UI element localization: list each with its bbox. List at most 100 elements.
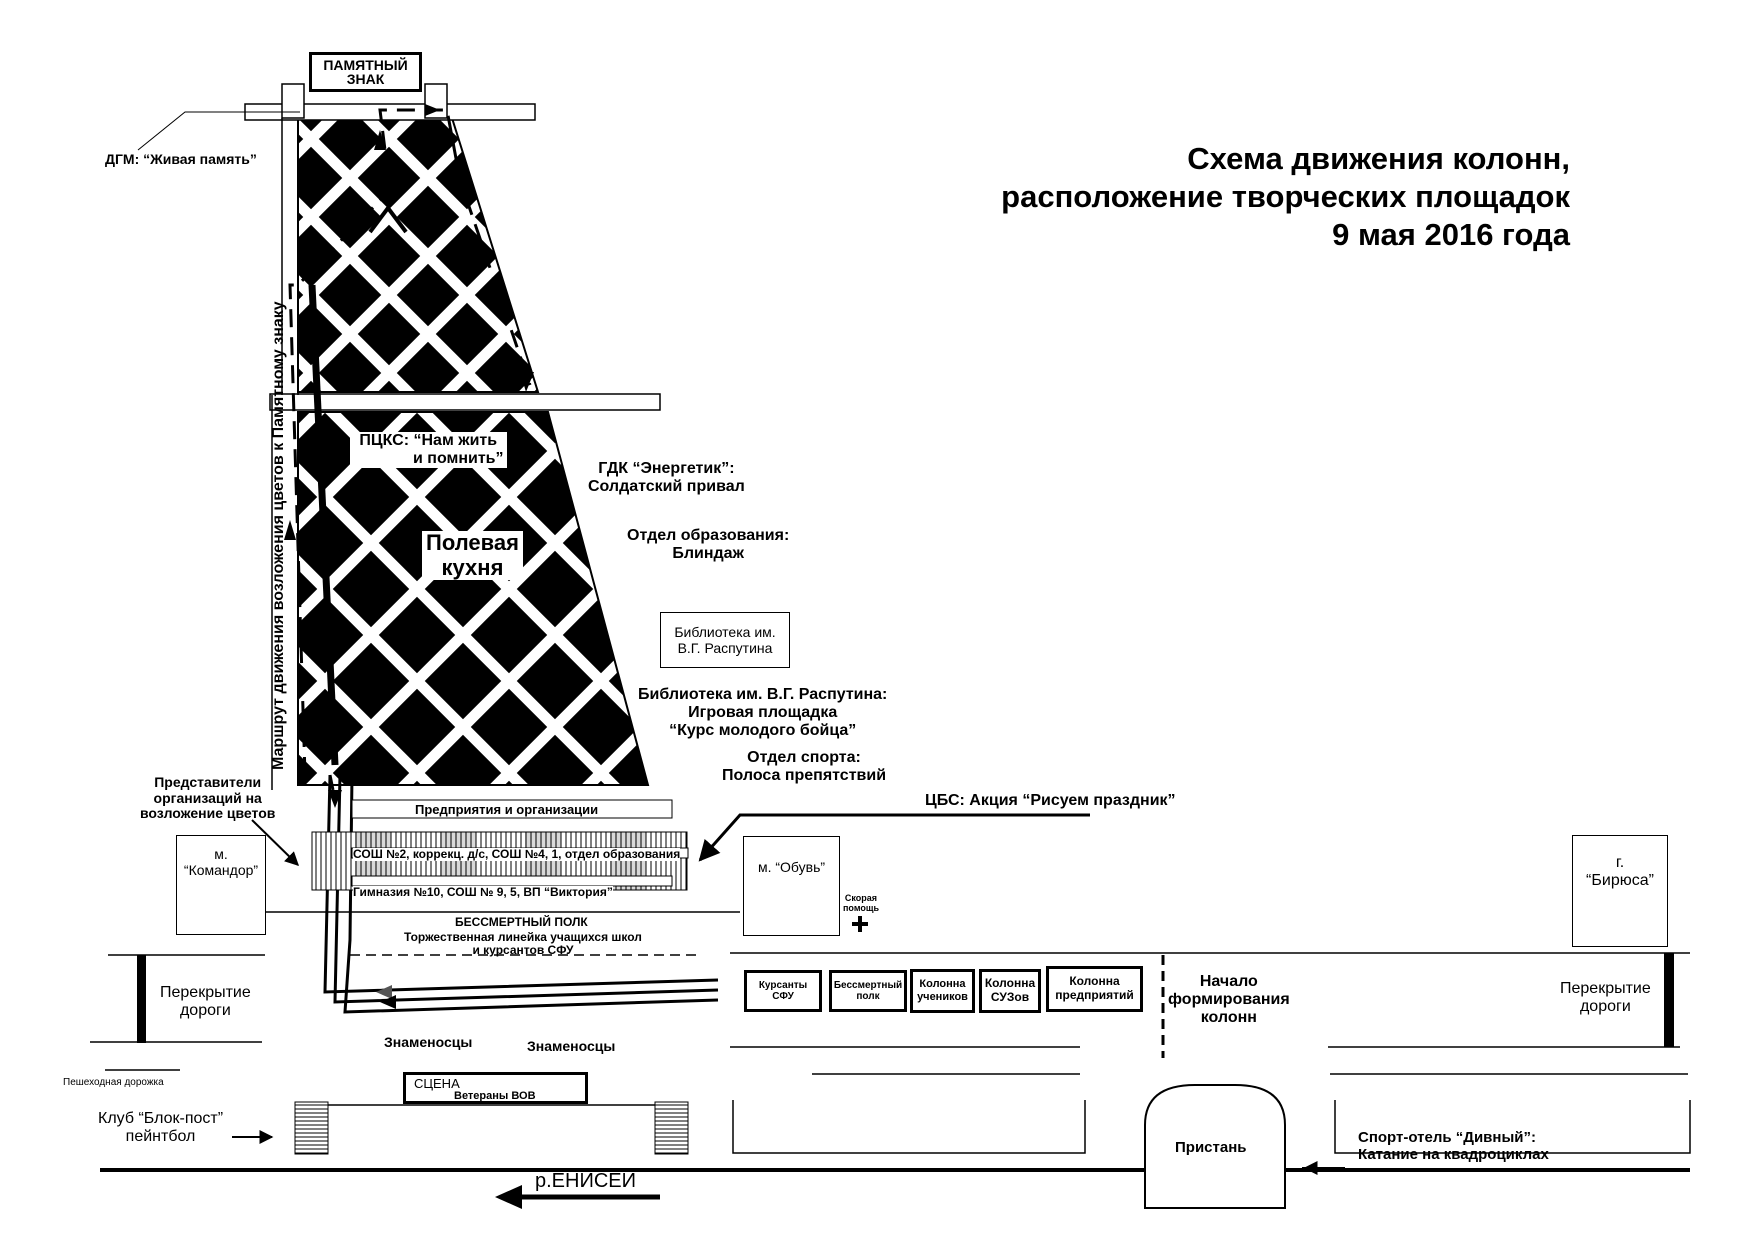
dgm-pointer-line bbox=[137, 111, 300, 151]
park-path bbox=[298, 412, 540, 785]
park-path bbox=[298, 118, 354, 392]
column-box-line-1: Бессмертный bbox=[833, 979, 903, 991]
field-kitchen-label: Полевая кухня bbox=[422, 530, 523, 581]
stage-box: СЦЕНА Ветераны ВОВ bbox=[403, 1072, 588, 1104]
cbs-label: ЦБС: Акция “Рисуем праздник” bbox=[925, 792, 1176, 809]
library-label: Библиотека им. В.Г. Распутина: Игровая п… bbox=[638, 686, 887, 740]
column-box-line-1: Курсанты bbox=[758, 979, 808, 991]
park-path bbox=[386, 412, 648, 785]
park-path bbox=[514, 118, 538, 392]
column-box-line-2: учеников bbox=[917, 991, 968, 1003]
library-box-label: Библиотека им. В.Г. Распутина bbox=[674, 623, 776, 656]
park-path bbox=[969, 405, 1364, 800]
ambulance-label: Скорая помощь bbox=[843, 893, 879, 913]
sport-line-2: Полоса препятствий bbox=[722, 766, 887, 784]
block-right-line-2: дороги bbox=[1579, 997, 1631, 1015]
formation-label: Начало формирования колонн bbox=[1168, 973, 1290, 1027]
map-title: Схема движения колонн, расположение твор… bbox=[1001, 140, 1570, 253]
title-line-2: расположение творческих площадок bbox=[1001, 178, 1570, 214]
park-path bbox=[298, 412, 513, 785]
club-line-1: Клуб “Блок-пост” bbox=[98, 1110, 224, 1127]
park-path bbox=[662, 100, 962, 400]
gdk-line-1: ГДК “Энергетик”: bbox=[598, 460, 735, 477]
club-line-2: пейнтбол bbox=[125, 1127, 196, 1145]
reps-line-3: возложение цветов bbox=[140, 805, 276, 822]
pedestrian-path-label: Пешеходная дорожка bbox=[63, 1077, 164, 1088]
park-path bbox=[298, 412, 421, 785]
formation-line-3: колонн bbox=[1200, 1008, 1257, 1026]
square-row-2: СОШ №2, коррекц. д/с, СОШ №4, 1, отдел о… bbox=[353, 847, 681, 862]
column-box-line-1: Колонна bbox=[1069, 974, 1120, 989]
memorial-sign-label: ПАМЯТНЫЙ ЗНАК bbox=[323, 57, 408, 87]
obuv-box: м. “Обувь” bbox=[743, 836, 840, 936]
park-path bbox=[1061, 405, 1456, 800]
block-left-label: Перекрытие дороги bbox=[160, 984, 251, 1020]
park-path bbox=[0, 405, 49, 800]
field-kitchen-line-1: Полевая bbox=[426, 530, 519, 555]
park-path bbox=[298, 412, 448, 785]
flag-bearers-label-1: Знаменосцы bbox=[384, 1034, 473, 1050]
park-path bbox=[785, 405, 1180, 800]
road-lines bbox=[90, 952, 1690, 1075]
biryusa-box: г. “Бирюса” bbox=[1572, 835, 1668, 947]
formation-line-2: формирования bbox=[1168, 990, 1290, 1008]
title-line-3: 9 мая 2016 года bbox=[1332, 216, 1570, 252]
park-path bbox=[298, 118, 420, 392]
dashed-route-arrows bbox=[284, 104, 534, 540]
park-path bbox=[436, 118, 538, 392]
column-box-line-1: Колонна bbox=[984, 976, 1036, 991]
block-left-line-2: дороги bbox=[179, 1001, 231, 1019]
park-path bbox=[0, 405, 141, 800]
column-box-line-2: СФУ bbox=[772, 991, 794, 1002]
pier-label: Пристань bbox=[1175, 1139, 1247, 1156]
park-path bbox=[584, 100, 884, 400]
park-path bbox=[693, 405, 1088, 800]
obuv-label: м. “Обувь” bbox=[757, 859, 826, 875]
veterans-label: Ветераны ВОВ bbox=[454, 1089, 536, 1102]
riverside bbox=[100, 1084, 1691, 1209]
komandor-line-1: м. bbox=[214, 846, 228, 862]
dgm-label: ДГМ: “Живая память” bbox=[105, 151, 257, 167]
gdk-line-2: Солдатский привал bbox=[588, 477, 745, 495]
park-path bbox=[298, 118, 538, 392]
column-box-line-2: полк bbox=[856, 991, 880, 1002]
park-path bbox=[0, 100, 272, 400]
block-left-line-1: Перекрытие bbox=[160, 984, 251, 1001]
park-path bbox=[478, 412, 648, 785]
reps-line-2: организаций на bbox=[153, 789, 262, 806]
park-path bbox=[298, 118, 510, 392]
block-right-label: Перекрытие дороги bbox=[1560, 980, 1651, 1016]
ambulance-line-2: помощь bbox=[843, 903, 879, 914]
memorial-sign-box: ПАМЯТНЫЙ ЗНАК bbox=[309, 52, 422, 92]
library-line-3: “Курс молодого бойца” bbox=[669, 721, 857, 739]
square-row-5-line-1: Торжественная линейка учащихся школ bbox=[404, 930, 642, 944]
park-path bbox=[0, 100, 116, 400]
main-route-thick bbox=[308, 284, 339, 766]
route-label: Маршрут движения возложения цветов к Пам… bbox=[270, 301, 287, 770]
hotel-line-2: Катание на квадроциклах bbox=[1358, 1145, 1549, 1163]
pcks-line-2: и помнить” bbox=[413, 449, 504, 467]
river-label: р.ЕНИСЕЙ bbox=[535, 1170, 636, 1192]
edu-line-1: Отдел образования: bbox=[627, 527, 790, 544]
road-closure-right bbox=[1664, 953, 1674, 1047]
pcks-line-1: ПЦКС: “Нам жить bbox=[359, 432, 498, 449]
pointer-arrows bbox=[232, 813, 1345, 1175]
edu-label: Отдел образования: Блиндаж bbox=[627, 527, 789, 563]
park-path bbox=[0, 405, 233, 800]
reps-label: Представители организаций на возложение … bbox=[140, 774, 276, 822]
park-path bbox=[0, 100, 260, 400]
square-row-3: Гимназия №10, СОШ № 9, 5, ВП “Виктория” bbox=[353, 885, 613, 900]
park-path bbox=[298, 412, 605, 785]
park-path bbox=[740, 100, 1040, 400]
column-box-line-1: Колонна bbox=[919, 978, 966, 991]
column-box-line-2: предприятий bbox=[1055, 988, 1134, 1002]
hotel-line-1: Спорт-отель “Дивный”: bbox=[1358, 1129, 1536, 1146]
park-path bbox=[321, 412, 648, 785]
biryusa-line-1: г. bbox=[1615, 854, 1625, 871]
park-upper-section bbox=[0, 100, 1040, 400]
park-path bbox=[298, 118, 498, 392]
park-path bbox=[877, 405, 1272, 800]
